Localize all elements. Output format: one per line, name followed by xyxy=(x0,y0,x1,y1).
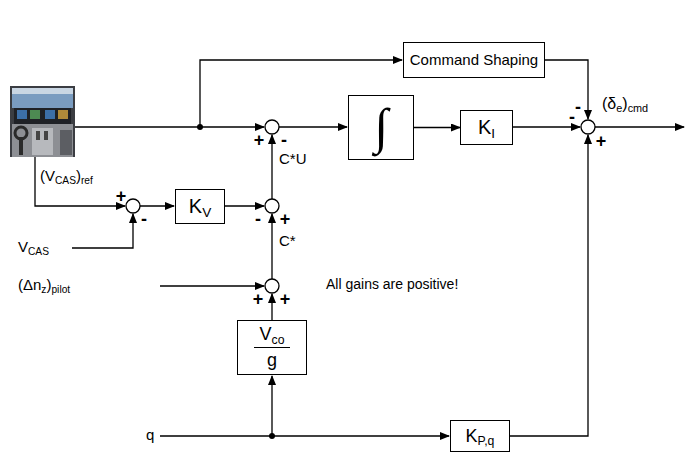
sign-symbol: + xyxy=(280,290,291,308)
gain-box: KV xyxy=(175,189,225,224)
gain-box: Vcog xyxy=(237,320,307,375)
summing-junction xyxy=(581,120,595,134)
signal-wire xyxy=(271,214,272,279)
signal-wire xyxy=(140,205,174,206)
display-screen xyxy=(58,110,68,119)
box-label: ∫ xyxy=(374,101,388,151)
center-console xyxy=(32,128,53,155)
summing-junction xyxy=(265,199,279,213)
sign-symbol: - xyxy=(141,210,147,228)
signal-wire xyxy=(160,376,272,436)
cockpit-picture xyxy=(10,86,75,157)
output-signal-name: (δe)cmd xyxy=(602,95,648,113)
throttle-lever xyxy=(44,131,48,140)
sign-symbol: + xyxy=(280,210,291,228)
signal-wires xyxy=(35,60,684,436)
signal-wire xyxy=(272,435,449,436)
sign-symbol: + xyxy=(253,290,264,308)
yoke-column xyxy=(19,137,23,155)
signal-wire xyxy=(160,285,264,286)
signal-wire xyxy=(595,126,684,127)
signal-wire xyxy=(35,157,125,206)
integrator-box: ∫ xyxy=(348,95,414,160)
signal-wire xyxy=(510,135,588,436)
sign-symbol: + xyxy=(116,187,127,205)
box-label: KP,q xyxy=(466,426,495,447)
signal-wire xyxy=(271,135,272,199)
gain-box: KP,q xyxy=(450,420,510,452)
picture-frame xyxy=(10,86,75,157)
signal-name: (Δnz)pilot xyxy=(18,276,70,293)
pedestal xyxy=(12,124,73,157)
signal-name: C* xyxy=(279,232,296,249)
signal-wire xyxy=(545,60,588,119)
signal-name: q xyxy=(146,426,154,443)
note: All gains are positive! xyxy=(326,276,458,292)
signal-wire xyxy=(72,214,133,248)
summing-junction xyxy=(265,279,279,293)
sign-symbol: - xyxy=(281,131,287,149)
signal-wire xyxy=(271,294,272,320)
sign-symbol: + xyxy=(254,131,265,149)
signal-wire xyxy=(513,126,580,127)
signal-name: VCAS xyxy=(18,238,49,255)
gain-box: KI xyxy=(460,110,513,145)
sign-symbol: - xyxy=(255,210,261,228)
windshield xyxy=(12,88,73,108)
sign-symbol: - xyxy=(569,108,575,126)
pilot-seat xyxy=(60,130,72,155)
instrument-panel xyxy=(14,108,71,124)
display-screen xyxy=(45,110,55,119)
branch-dot xyxy=(197,124,203,130)
fraction-term: Vco xyxy=(254,324,291,348)
branch-dot xyxy=(269,433,275,439)
fraction-term: g xyxy=(267,350,277,371)
signal-connector xyxy=(414,127,460,128)
process-box: Command Shaping xyxy=(403,42,545,78)
signal-wire xyxy=(225,205,264,206)
box-label: KI xyxy=(478,116,495,139)
display-screen xyxy=(30,110,40,119)
box-label: Command Shaping xyxy=(410,51,538,68)
throttle-lever xyxy=(36,131,40,140)
sign-symbol: + xyxy=(596,132,607,150)
windshield-glare xyxy=(12,88,73,94)
signal-wire xyxy=(75,126,264,127)
box-label: KV xyxy=(189,195,211,218)
summing-junction xyxy=(265,120,279,134)
sign-symbol: - xyxy=(575,98,581,116)
display-screen xyxy=(17,110,27,119)
signal-name: (VCAS)ref xyxy=(40,167,93,184)
signal-name: C*U xyxy=(279,150,307,167)
summing-junction xyxy=(126,199,140,213)
signal-wire xyxy=(279,126,347,127)
